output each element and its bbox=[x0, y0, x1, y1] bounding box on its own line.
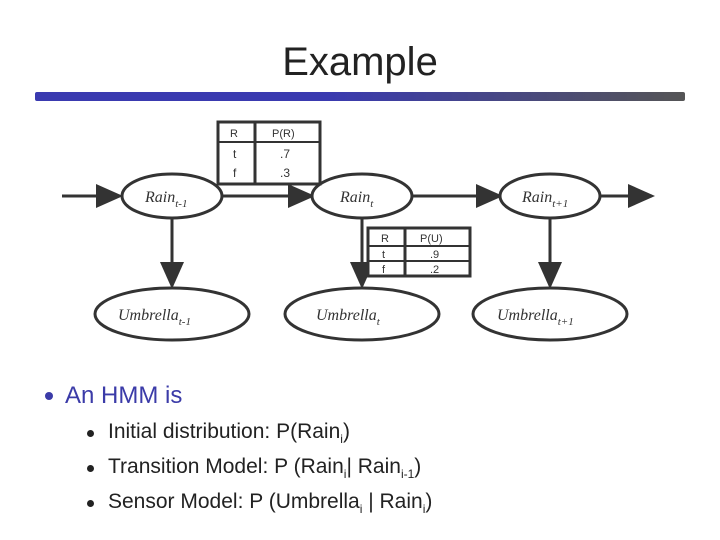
bullet-transition-model: Transition Model: P (Raini| Raini-1) bbox=[87, 451, 685, 486]
slide-title: Example bbox=[282, 40, 438, 84]
umb-next-label: Umbrella bbox=[497, 307, 558, 324]
sensor-table: R P(U) t .9 f .2 bbox=[366, 226, 472, 278]
rain-prev-label: Rain bbox=[144, 189, 175, 206]
sensor-row1-r: t bbox=[382, 249, 385, 261]
bullet-dot bbox=[45, 392, 53, 400]
node-umbrella-curr: Umbrellat bbox=[283, 286, 441, 342]
rain-next-label: Rain bbox=[521, 189, 552, 206]
umb-curr-sub: t bbox=[377, 316, 381, 328]
bullet-text: Sensor Model: P (Umbrellai | Raini) bbox=[108, 490, 433, 517]
sensor-row2-r: f bbox=[382, 264, 386, 276]
bullet-heading-text: An HMM is bbox=[65, 382, 183, 409]
svg-text:Umbrellat+1: Umbrellat+1 bbox=[497, 307, 574, 328]
node-rain-prev: Raint-1 bbox=[120, 172, 224, 220]
transition-header-p: P(R) bbox=[272, 128, 295, 140]
node-rain-next: Raint+1 bbox=[498, 172, 602, 220]
node-umbrella-next: Umbrellat+1 bbox=[471, 286, 629, 342]
sensor-header-p: P(U) bbox=[420, 233, 443, 245]
node-umbrella-prev: Umbrellat-1 bbox=[93, 286, 251, 342]
bullet-initial-distribution: Initial distribution: P(Raini) bbox=[87, 416, 685, 451]
svg-text:Raint+1: Raint+1 bbox=[521, 189, 568, 210]
sensor-header-r: R bbox=[381, 233, 389, 245]
svg-text:Raint-1: Raint-1 bbox=[144, 189, 187, 210]
sensor-row2-p: .2 bbox=[430, 264, 439, 276]
umb-prev-sub: t-1 bbox=[179, 316, 191, 328]
rain-next-sub: t+1 bbox=[552, 198, 568, 210]
transition-header-r: R bbox=[230, 128, 238, 140]
transition-table: R P(R) t .7 f .3 bbox=[216, 120, 322, 186]
transition-row1-r: t bbox=[233, 147, 237, 161]
bullet-heading: An HMM is bbox=[45, 382, 685, 410]
title-underline bbox=[35, 92, 685, 101]
node-rain-curr: Raint bbox=[310, 172, 414, 220]
bullet-dot bbox=[87, 500, 94, 507]
transition-row2-p: .3 bbox=[280, 166, 290, 180]
bullet-text: Transition Model: P (Raini| Raini-1) bbox=[108, 455, 422, 482]
umb-next-sub: t+1 bbox=[558, 316, 574, 328]
bullet-text: Initial distribution: P(Raini) bbox=[108, 420, 350, 447]
svg-text:Raint: Raint bbox=[339, 189, 374, 210]
rain-curr-sub: t bbox=[370, 198, 374, 210]
transition-row2-r: f bbox=[233, 166, 237, 180]
hmm-diagram: Raint-1 Raint Raint+1 Umbrellat-1 Umbrel… bbox=[62, 120, 655, 342]
umb-curr-label: Umbrella bbox=[316, 307, 377, 324]
rain-prev-sub: t-1 bbox=[175, 198, 187, 210]
bullet-sensor-model: Sensor Model: P (Umbrellai | Raini) bbox=[87, 486, 685, 521]
bullet-list: An HMM is Initial distribution: P(Raini)… bbox=[45, 382, 685, 521]
svg-text:Umbrellat: Umbrellat bbox=[316, 307, 381, 328]
rain-curr-label: Rain bbox=[339, 189, 370, 206]
transition-row1-p: .7 bbox=[280, 147, 290, 161]
bullet-dot bbox=[87, 430, 94, 437]
umb-prev-label: Umbrella bbox=[118, 307, 179, 324]
sensor-row1-p: .9 bbox=[430, 249, 439, 261]
svg-text:Umbrellat-1: Umbrellat-1 bbox=[118, 307, 191, 328]
bullet-dot bbox=[87, 465, 94, 472]
